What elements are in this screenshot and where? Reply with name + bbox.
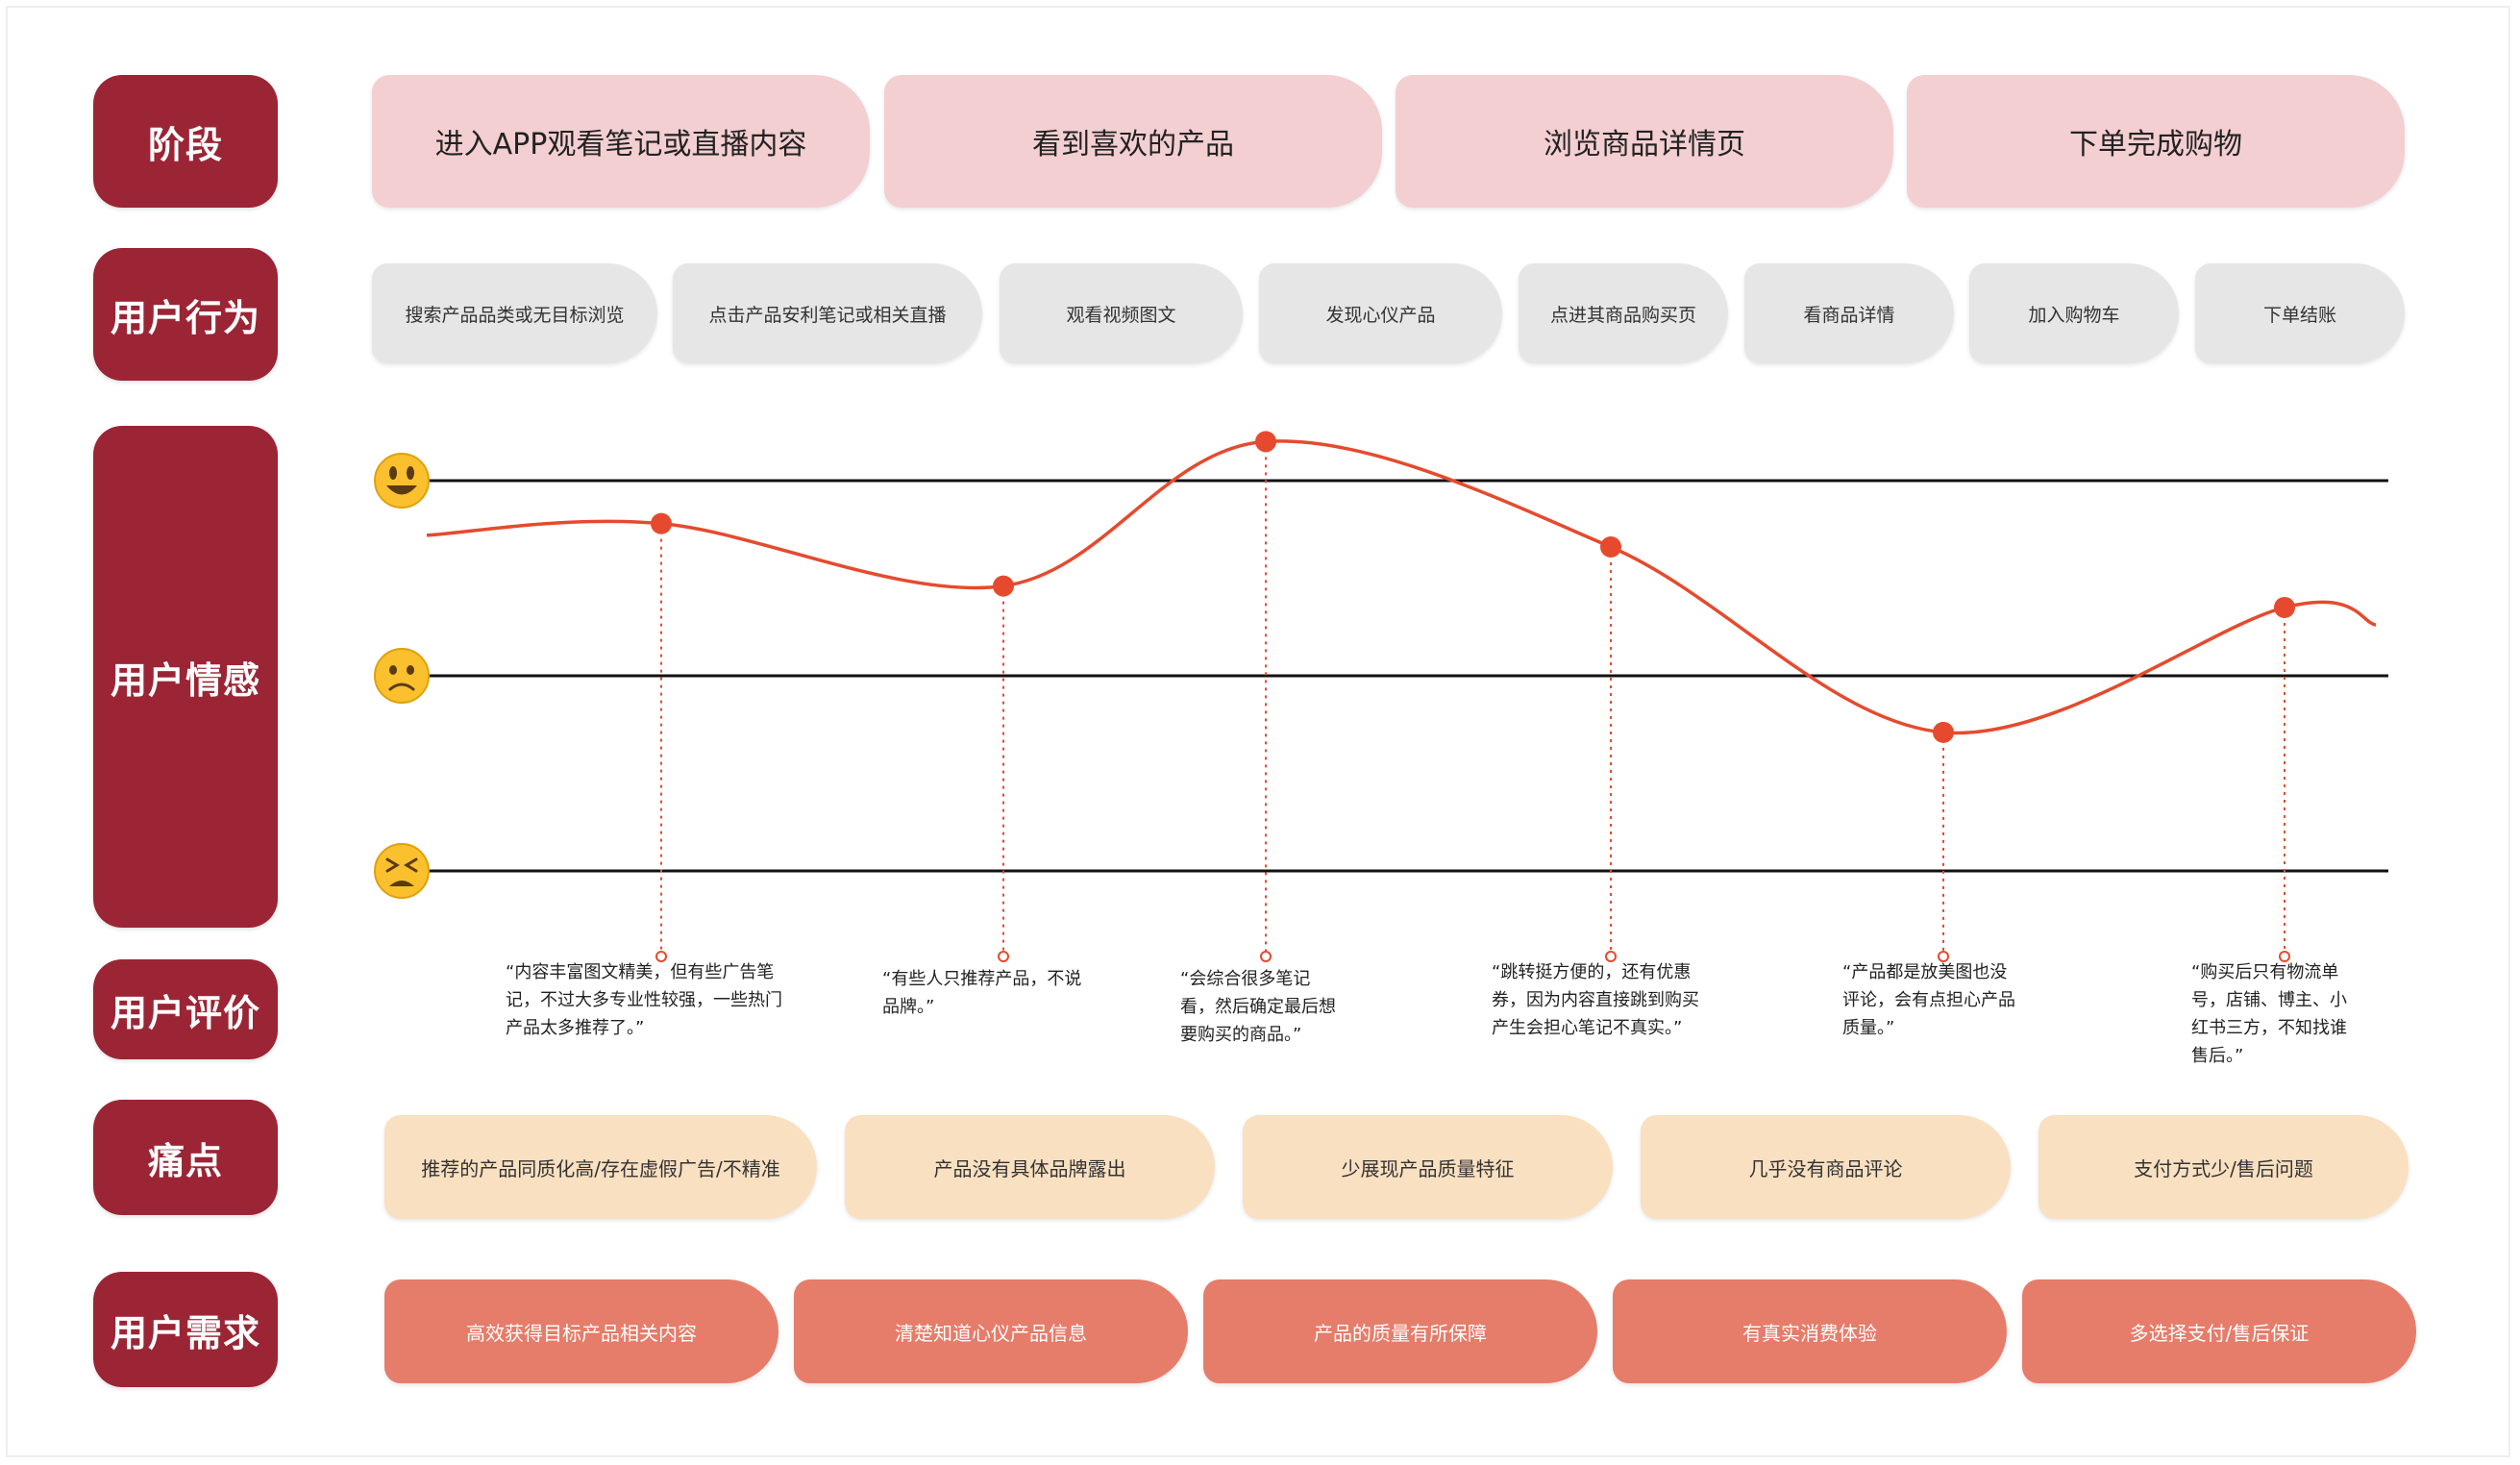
row-label-behavior: 用户行为 bbox=[93, 248, 278, 381]
stage-pill-3: 浏览商品详情页 bbox=[1396, 75, 1893, 208]
row-label-pain: 痛点 bbox=[93, 1100, 278, 1215]
emotion-leader-end-2 bbox=[998, 951, 1009, 962]
review-5: “产品都是放美图也没 评论，会有点担心产品 质量。” bbox=[1842, 962, 2015, 1038]
review-3: “会综合很多笔记 看，然后确定最后想 要购买的商品。” bbox=[1180, 969, 1336, 1045]
behavior-pill-5: 点进其商品购买页 bbox=[1519, 263, 1728, 363]
review-1: “内容丰富图文精美，但有些广告笔 记，不过大多专业性较强，一些热门 产品太多推荐… bbox=[506, 962, 782, 1038]
need-pill-1: 高效获得目标产品相关内容 bbox=[384, 1279, 778, 1383]
emotion-leader-end-6 bbox=[2279, 951, 2290, 962]
stage-pill-4: 下单完成购物 bbox=[1907, 75, 2405, 208]
pain-pill-1: 推荐的产品同质化高/存在虚假广告/不精准 bbox=[384, 1115, 817, 1219]
distressed-face-icon bbox=[374, 843, 430, 899]
pain-pill-2: 产品没有具体品牌露出 bbox=[845, 1115, 1215, 1219]
review-4: “跳转挺方便的，还有优惠 券，因为内容直接跳到购买 产生会担心笔记不真实。” bbox=[1492, 962, 1699, 1038]
emotion-leader-end-3 bbox=[1260, 951, 1272, 962]
need-pill-4: 有真实消费体验 bbox=[1613, 1279, 2007, 1383]
pain-pill-5: 支付方式少/售后问题 bbox=[2038, 1115, 2409, 1219]
emotion-markers bbox=[651, 431, 2295, 962]
emotion-point-3 bbox=[1255, 431, 1276, 453]
emotion-curve bbox=[426, 439, 2377, 735]
emotion-leader-end-1 bbox=[655, 951, 667, 962]
emotion-leader-end-4 bbox=[1605, 951, 1617, 962]
behavior-pill-3: 观看视频图文 bbox=[1000, 263, 1243, 363]
row-label-emotion: 用户情感 bbox=[93, 426, 278, 928]
behavior-pill-6: 看商品详情 bbox=[1744, 263, 1954, 363]
need-pill-3: 产品的质量有所保障 bbox=[1203, 1279, 1597, 1383]
behavior-pill-4: 发现心仪产品 bbox=[1259, 263, 1502, 363]
behavior-pill-1: 搜索产品品类或无目标浏览 bbox=[372, 263, 657, 363]
review-6: “购买后只有物流单 号，店铺、博主、小 红书三方，不知找谁 售后。” bbox=[2191, 962, 2347, 1066]
pain-pill-3: 少展现产品质量特征 bbox=[1243, 1115, 1613, 1219]
review-2: “有些人只推荐产品，不说 品牌。” bbox=[882, 969, 1082, 1017]
diagram-frame bbox=[6, 6, 2510, 1457]
sad-face-icon bbox=[374, 648, 430, 704]
emotion-leader-end-5 bbox=[1938, 951, 1949, 962]
need-pill-2: 清楚知道心仪产品信息 bbox=[794, 1279, 1188, 1383]
row-label-stage: 阶段 bbox=[93, 75, 278, 208]
emotion-point-6 bbox=[2274, 596, 2295, 618]
emotion-point-1 bbox=[651, 512, 672, 534]
row-label-need: 用户需求 bbox=[93, 1272, 278, 1387]
behavior-pill-8: 下单结账 bbox=[2195, 263, 2405, 363]
emotion-point-5 bbox=[1933, 721, 1954, 743]
stage-pill-2: 看到喜欢的产品 bbox=[884, 75, 1382, 208]
behavior-pill-7: 加入购物车 bbox=[1969, 263, 2179, 363]
emotion-point-2 bbox=[993, 575, 1014, 597]
pain-pill-4: 几乎没有商品评论 bbox=[1641, 1115, 2011, 1219]
stage-pill-1: 进入APP观看笔记或直播内容 bbox=[372, 75, 870, 208]
happy-face-icon bbox=[374, 453, 430, 509]
need-pill-5: 多选择支付/售后保证 bbox=[2022, 1279, 2416, 1383]
behavior-pill-2: 点击产品安利笔记或相关直播 bbox=[673, 263, 982, 363]
emotion-point-4 bbox=[1600, 536, 1621, 559]
row-label-review: 用户评价 bbox=[93, 959, 278, 1059]
